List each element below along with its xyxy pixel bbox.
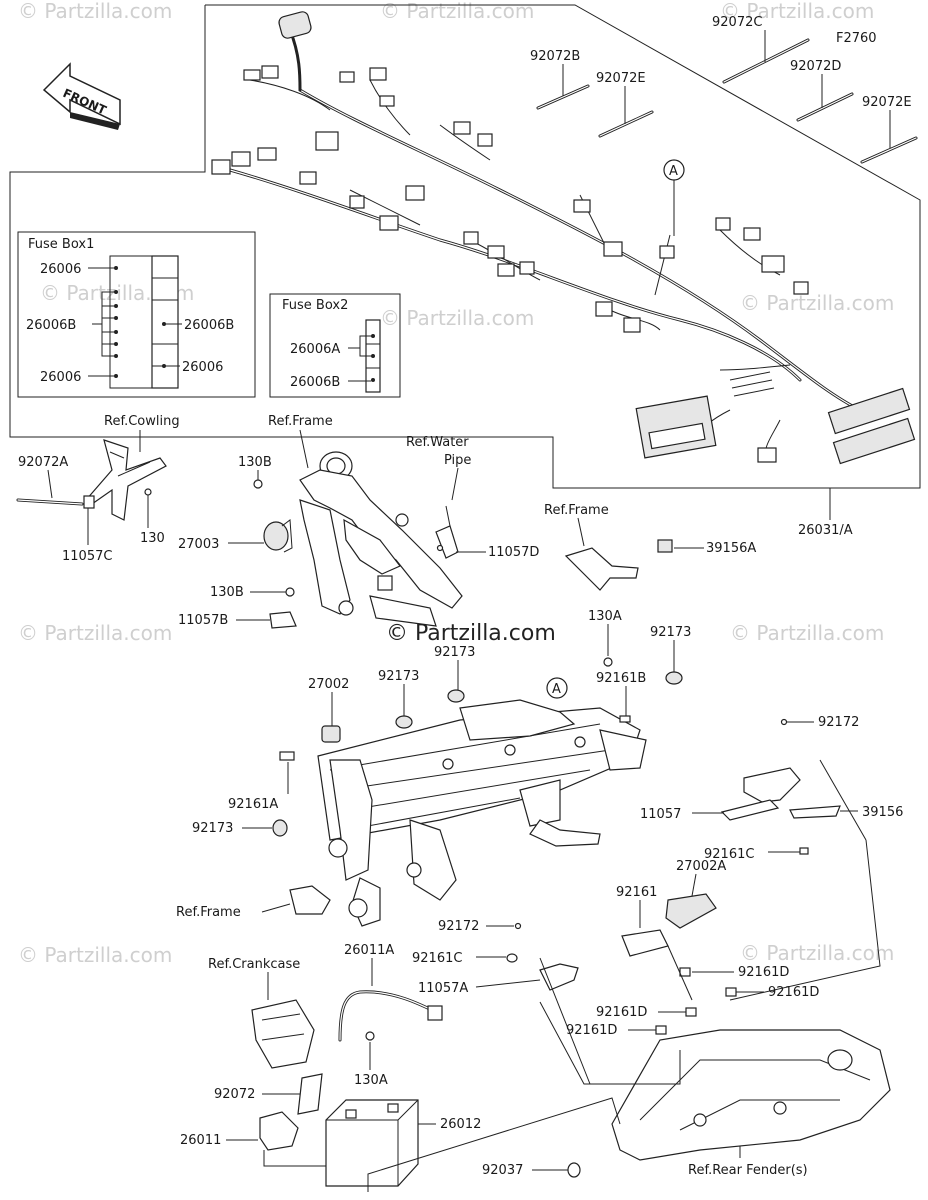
- callout-27002: 27002: [308, 677, 349, 692]
- ref-water-pipe: Pipe: [444, 453, 471, 468]
- fuse-label: 26006: [40, 370, 81, 385]
- fuse-label: 26006: [40, 262, 81, 277]
- callout-92072: 92072: [214, 1087, 255, 1102]
- callout-92172: 92172: [818, 715, 859, 730]
- callout-26031a: 26031/A: [798, 523, 853, 538]
- callout-11057: 11057: [640, 807, 681, 822]
- callout-11057d: 11057D: [488, 545, 539, 560]
- callout-92072e: 92072E: [596, 71, 646, 86]
- watermark: © Partzilla.com: [740, 291, 894, 315]
- watermark: © Partzilla.com: [18, 943, 172, 967]
- callout-92161d: 92161D: [738, 965, 789, 980]
- callout-92161b: 92161B: [596, 671, 646, 686]
- callout-11057a: 11057A: [418, 981, 468, 996]
- part-27002: [321, 725, 341, 743]
- callout-11057b: 11057B: [178, 613, 228, 628]
- cowling-bracket: [83, 439, 167, 521]
- battery-26012: [325, 1099, 419, 1187]
- watermark: © Partzilla.com: [720, 0, 874, 23]
- watermark: © Partzilla.com: [740, 941, 894, 965]
- lead-terminal: [427, 1005, 443, 1021]
- pad-39156a: [657, 539, 673, 553]
- part-27002a: [665, 893, 717, 929]
- callout-39156: 39156: [862, 805, 903, 820]
- fuse-box-1: Fuse Box1 26006 26006B 26006B 26006 2600…: [17, 231, 256, 398]
- crankcase-cover: [251, 999, 315, 1069]
- upper-frame: [253, 451, 463, 629]
- fuse-label: 26006A: [290, 342, 340, 357]
- watermarks: © Partzilla.com © Partzilla.com © Partzi…: [18, 0, 894, 967]
- fuse-box2-title: Fuse Box2: [282, 298, 348, 313]
- callout-92161c: 92161C: [704, 847, 754, 862]
- figure-code: F2760: [836, 31, 877, 46]
- callout-27003: 27003: [178, 537, 219, 552]
- callout-92161c: 92161C: [412, 951, 462, 966]
- front-arrow-icon: FRONT: [42, 62, 121, 130]
- watermark: © Partzilla.com: [18, 0, 172, 23]
- callout-26012: 26012: [440, 1117, 481, 1132]
- fuse-label: 26006B: [290, 375, 340, 390]
- center-watermark: © Partzilla.com: [386, 621, 556, 646]
- ref-rear-fender: Ref.Rear Fender(s): [688, 1163, 808, 1178]
- callout-92161d: 92161D: [596, 1005, 647, 1020]
- callout-26011: 26011: [180, 1133, 221, 1148]
- callout-92072b: 92072B: [530, 49, 580, 64]
- callout-39156a: 39156A: [706, 541, 756, 556]
- callout-92173: 92173: [378, 669, 419, 684]
- callout-130a: 130A: [354, 1073, 388, 1088]
- terminal-cap-26011: [259, 1111, 299, 1151]
- main-frame: [289, 699, 647, 927]
- callout-130a: 130A: [588, 609, 622, 624]
- bracket-11057a: [539, 963, 579, 991]
- callout-130b: 130B: [238, 455, 272, 470]
- circle-a-marker: [546, 677, 568, 699]
- fuse-label: 26006: [182, 360, 223, 375]
- part-92161: [621, 929, 669, 957]
- fuse-label: 26006B: [184, 318, 234, 333]
- ref-water-pipe: Ref.Water: [406, 435, 469, 450]
- ref-frame: Ref.Frame: [176, 905, 241, 920]
- callout-27002a: 27002A: [676, 859, 726, 874]
- callout-92072e: 92072E: [862, 95, 912, 110]
- callout-11057c: 11057C: [62, 549, 112, 564]
- callout-92161a: 92161A: [228, 797, 278, 812]
- rear-fender: [611, 1029, 891, 1161]
- ref-frame: Ref.Frame: [268, 414, 333, 429]
- tie-wraps: [536, 38, 918, 164]
- callout-130: 130: [140, 531, 165, 546]
- watermark: © Partzilla.com: [380, 0, 534, 23]
- watermark: © Partzilla.com: [730, 621, 884, 645]
- harness-boundary: [9, 4, 921, 489]
- callout-92172: 92172: [438, 919, 479, 934]
- fuse-label: 26006B: [26, 318, 76, 333]
- callout-130b: 130B: [210, 585, 244, 600]
- callout-92161d: 92161D: [566, 1023, 617, 1038]
- callout-92072c: 92072C: [712, 15, 762, 30]
- circle-a-label: A: [552, 682, 561, 697]
- strap-92072: [297, 1073, 323, 1115]
- callout-92173: 92173: [650, 625, 691, 640]
- callout-92037: 92037: [482, 1163, 523, 1178]
- callout-92173: 92173: [192, 821, 233, 836]
- callout-92072d: 92072D: [790, 59, 841, 74]
- clip-92037: [567, 1162, 581, 1178]
- callout-92173: 92173: [434, 645, 475, 660]
- watermark: © Partzilla.com: [380, 306, 534, 330]
- callout-92161d: 92161D: [768, 985, 819, 1000]
- fuse-box-2: Fuse Box2 26006A 26006B: [269, 293, 401, 398]
- ref-cowling: Ref.Cowling: [104, 414, 180, 429]
- ref-frame: Ref.Frame: [544, 503, 609, 518]
- watermark: © Partzilla.com: [18, 621, 172, 645]
- callout-92072a: 92072A: [18, 455, 68, 470]
- callout-92161: 92161: [616, 885, 657, 900]
- ref-crankcase: Ref.Crankcase: [208, 957, 300, 972]
- bracket-11057: [743, 767, 801, 803]
- fuse-box1-title: Fuse Box1: [28, 237, 94, 252]
- frame-bracket: [564, 547, 639, 591]
- callout-26011a: 26011A: [344, 943, 394, 958]
- main-wiring-harness: [211, 11, 916, 465]
- circle-a-label: A: [669, 164, 678, 179]
